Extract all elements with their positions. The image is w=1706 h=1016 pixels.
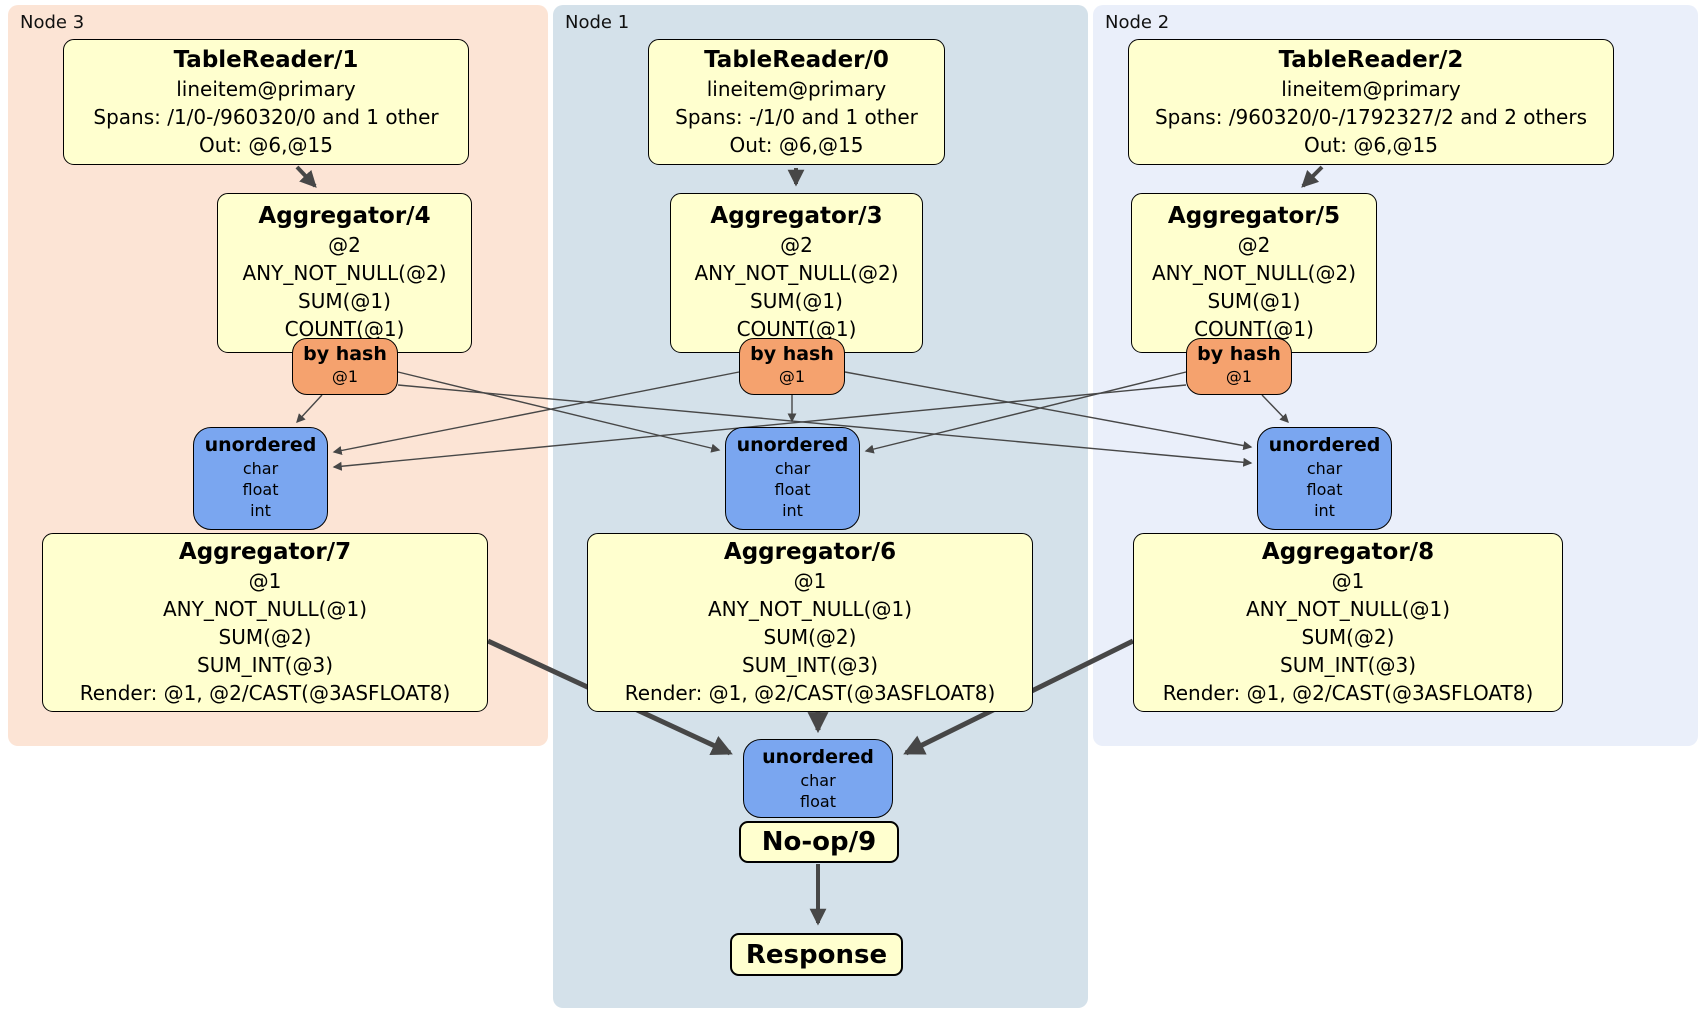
final-unordered-sync: unordered char float — [743, 739, 893, 818]
processor-title: Aggregator/3 — [710, 203, 883, 229]
sync-column: char — [242, 459, 279, 478]
table-reader-0-box: TableReader/0 lineitem@primary Spans: -/… — [648, 39, 945, 165]
processor-detail: SUM(@2) — [763, 625, 857, 649]
processor-detail: SUM_INT(@3) — [742, 653, 878, 677]
processor-detail: Render: @1, @2/CAST(@3ASFLOAT8) — [1162, 681, 1534, 705]
sync-column: char — [774, 459, 811, 478]
processor-detail: ANY_NOT_NULL(@2) — [694, 261, 899, 285]
processor-detail: Out: @6,@15 — [1304, 133, 1438, 157]
edge-hash2-sync2 — [1261, 394, 1289, 423]
processor-detail: SUM(@1) — [1207, 289, 1301, 313]
sync-column: int — [782, 501, 803, 520]
sync-title: unordered — [204, 434, 317, 456]
processor-detail: Spans: /1/0-/960320/0 and 1 other — [93, 105, 439, 129]
processor-title: Aggregator/4 — [258, 203, 431, 229]
processor-detail: @2 — [1237, 233, 1271, 257]
edge-hash3-sync2 — [397, 384, 1253, 467]
processor-detail: ANY_NOT_NULL(@1) — [1246, 597, 1450, 621]
edge-hash3-sync1 — [397, 371, 721, 453]
processor-detail: ANY_NOT_NULL(@1) — [708, 597, 912, 621]
hash-router-node3: by hash @1 — [292, 338, 398, 395]
processor-detail: Out: @6,@15 — [729, 133, 864, 157]
node3-label: Node 3 — [20, 12, 85, 33]
sync-column: float — [800, 792, 836, 811]
router-title: by hash — [1197, 343, 1281, 365]
processor-detail: ANY_NOT_NULL(@2) — [1152, 261, 1356, 285]
processor-detail: @2 — [780, 233, 813, 257]
edge-hash1-sync2 — [844, 371, 1253, 451]
edge-hash2-sync1 — [864, 371, 1187, 454]
processor-detail: SUM_INT(@3) — [1280, 653, 1416, 677]
table-reader-2-box: TableReader/2 lineitem@primary Spans: /9… — [1128, 39, 1614, 165]
aggregator-5-box: Aggregator/5 @2 ANY_NOT_NULL(@2) SUM(@1)… — [1131, 193, 1377, 353]
aggregator-3-box: Aggregator/3 @2 ANY_NOT_NULL(@2) SUM(@1)… — [670, 193, 923, 353]
processor-detail: lineitem@primary — [706, 77, 887, 101]
noop-box: No-op/9 — [739, 821, 899, 863]
processor-detail: COUNT(@1) — [736, 317, 857, 341]
processor-detail: Render: @1, @2/CAST(@3ASFLOAT8) — [79, 681, 451, 705]
router-title: by hash — [303, 343, 387, 365]
router-title: by hash — [750, 343, 834, 365]
processor-detail: ANY_NOT_NULL(@2) — [242, 261, 447, 285]
unordered-sync-node2: unordered char float int — [1257, 427, 1392, 530]
processor-detail: Spans: /960320/0-/1792327/2 and 2 others — [1154, 105, 1587, 129]
processor-detail: @1 — [793, 569, 827, 593]
edge-hash1-sync3 — [332, 371, 740, 455]
sync-column: int — [250, 501, 271, 520]
edge-tr2-agg5 — [1301, 165, 1324, 188]
edge-hash2-sync3 — [332, 384, 1187, 471]
sync-title: unordered — [736, 434, 849, 456]
edge-hash3-sync3 — [296, 394, 323, 424]
edge-tr1-agg4 — [295, 165, 317, 188]
router-key: @1 — [778, 367, 806, 386]
aggregator-7-box: Aggregator/7 @1 ANY_NOT_NULL(@1) SUM(@2)… — [42, 533, 488, 712]
node2-label: Node 2 — [1105, 12, 1170, 33]
sync-title: unordered — [1268, 434, 1381, 456]
processor-detail: @1 — [1331, 569, 1365, 593]
sync-column: char — [800, 771, 836, 790]
processor-detail: SUM_INT(@3) — [197, 653, 333, 677]
processor-title: Aggregator/7 — [178, 539, 352, 565]
processor-detail: SUM(@1) — [750, 289, 843, 313]
processor-detail: SUM(@2) — [218, 625, 312, 649]
unordered-sync-node1: unordered char float int — [725, 427, 860, 530]
processor-title: TableReader/0 — [704, 47, 889, 73]
sync-title: unordered — [762, 746, 874, 768]
sync-column: float — [242, 480, 279, 499]
aggregator-4-box: Aggregator/4 @2 ANY_NOT_NULL(@2) SUM(@1)… — [217, 193, 472, 353]
response-box: Response — [730, 933, 903, 976]
router-key: @1 — [1225, 367, 1253, 386]
processor-detail: SUM(@2) — [1301, 625, 1395, 649]
processor-detail: Spans: -/1/0 and 1 other — [675, 105, 918, 129]
router-key: @1 — [331, 367, 359, 386]
aggregator-8-box: Aggregator/8 @1 ANY_NOT_NULL(@1) SUM(@2)… — [1133, 533, 1563, 712]
processor-title: TableReader/1 — [173, 47, 359, 73]
processor-detail: COUNT(@1) — [1194, 317, 1314, 341]
processor-detail: lineitem@primary — [1281, 77, 1461, 101]
processor-title: Aggregator/6 — [723, 539, 897, 565]
processor-title: Aggregator/5 — [1167, 203, 1341, 229]
sync-column: float — [774, 480, 811, 499]
table-reader-1-box: TableReader/1 lineitem@primary Spans: /1… — [63, 39, 469, 165]
processor-detail: @1 — [248, 569, 282, 593]
processor-detail: COUNT(@1) — [284, 317, 405, 341]
aggregator-6-box: Aggregator/6 @1 ANY_NOT_NULL(@1) SUM(@2)… — [587, 533, 1033, 712]
processor-detail: Render: @1, @2/CAST(@3ASFLOAT8) — [624, 681, 996, 705]
unordered-sync-node3: unordered char float int — [193, 427, 328, 530]
node1-label: Node 1 — [565, 12, 630, 33]
processor-title: Aggregator/8 — [1261, 539, 1435, 565]
processor-detail: SUM(@1) — [298, 289, 391, 313]
processor-detail: @2 — [328, 233, 361, 257]
processor-title: TableReader/2 — [1278, 47, 1464, 73]
sync-column: float — [1306, 480, 1343, 499]
processor-detail: Out: @6,@15 — [199, 133, 333, 157]
processor-detail: ANY_NOT_NULL(@1) — [163, 597, 367, 621]
hash-router-node1: by hash @1 — [739, 338, 845, 395]
hash-router-node2: by hash @1 — [1186, 338, 1292, 395]
sync-column: int — [1314, 501, 1335, 520]
sync-column: char — [1306, 459, 1343, 478]
processor-detail: lineitem@primary — [176, 77, 356, 101]
